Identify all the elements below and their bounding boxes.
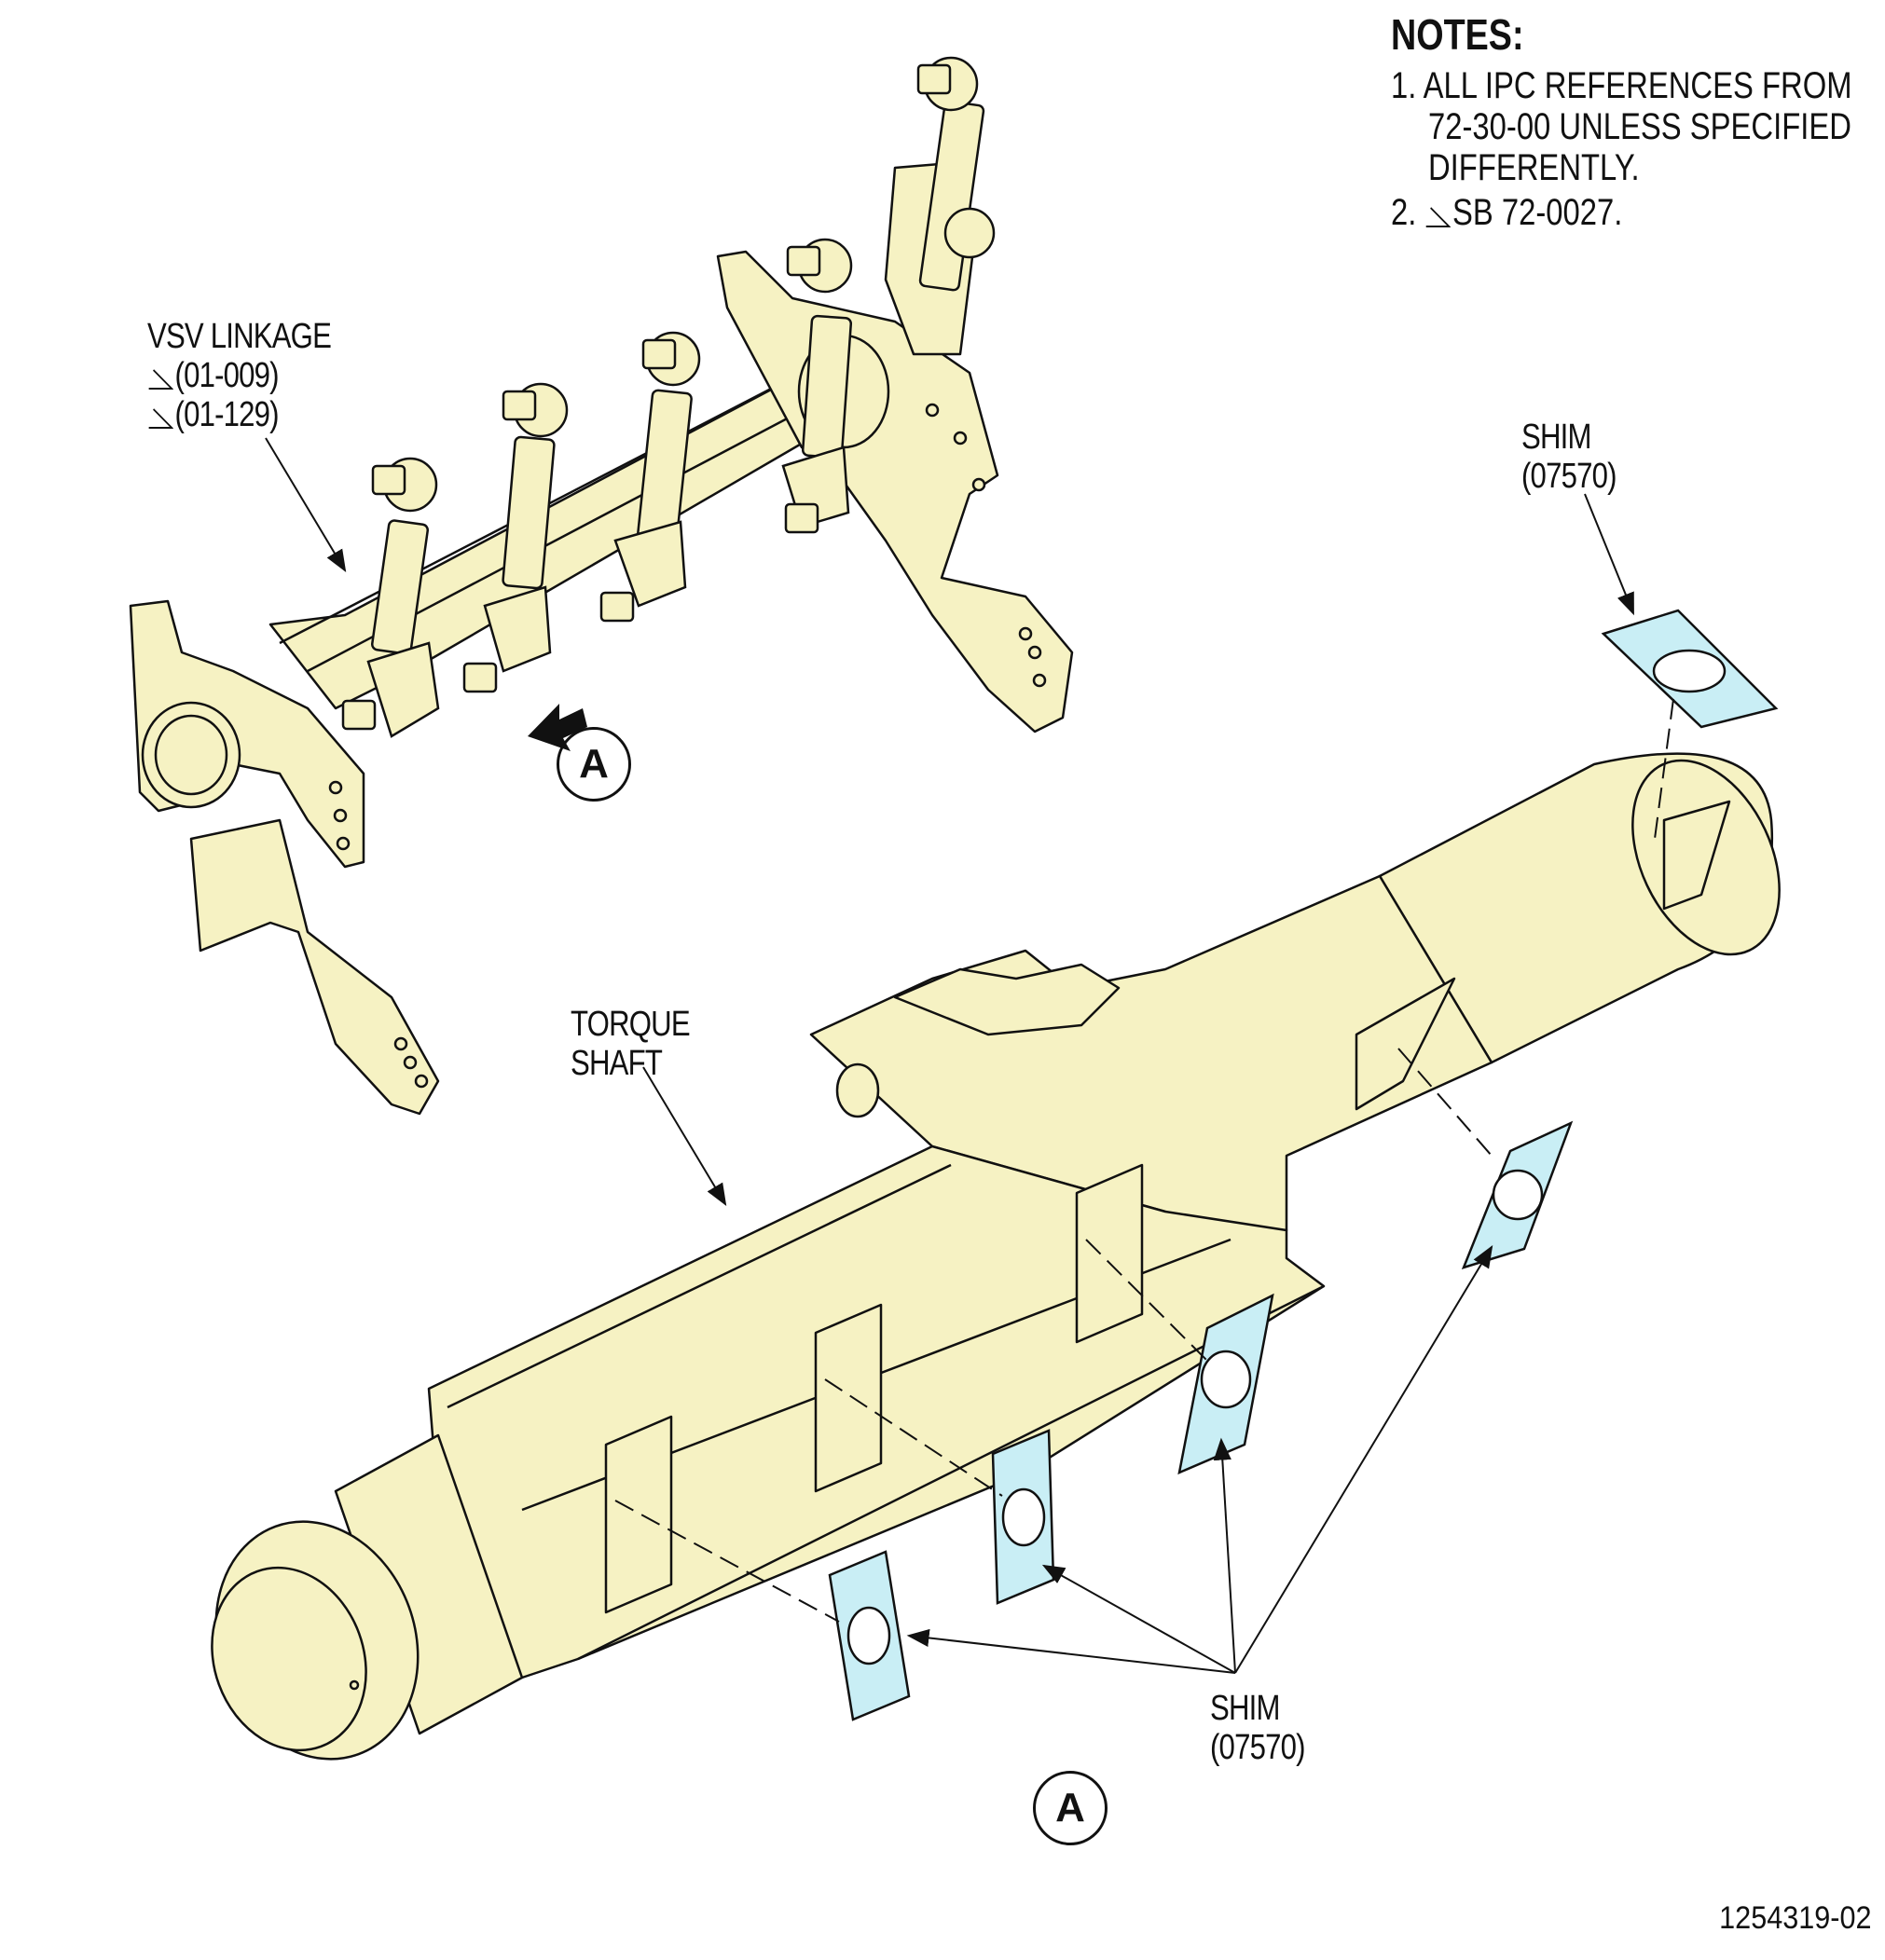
left-lower-arm [189,818,440,1116]
vsv-ref-1-text: (01-009) [174,356,280,395]
shim-bottom-label: SHIM [1210,1689,1280,1728]
vsv-linkage-assembly [129,161,1074,1116]
vsv-linkage-label: VSV LINKAGE [147,317,332,356]
shim-bottom-ref: (07570) [1210,1728,1305,1767]
right-bracket [716,250,1074,733]
shim-3 [1177,1293,1274,1475]
vsv-linkage-ref-2: (01-129) [147,395,280,434]
shims [828,609,1779,1721]
note-2-number: 2. [1391,192,1417,233]
leader-lines [265,437,1634,1674]
alignment-lines [614,698,1674,1623]
note-2: 2. SB 72-0027. [1391,192,1622,233]
notes-title: NOTES: [1391,10,1524,59]
service-bulletin-flag-icon [148,369,173,390]
view-a-pointer [528,704,587,751]
view-a-callout-small: A [557,727,631,802]
shim-top-label: SHIM [1521,418,1591,457]
torque-shaft-label-line-2: SHAFT [571,1044,663,1083]
service-bulletin-flag-icon [1426,207,1452,227]
view-a-callout-large: A [1033,1771,1108,1845]
note-1-line-2: 72-30-00 UNLESS SPECIFIED [1428,106,1851,147]
left-end-cap [141,701,241,809]
vsv-linkage-ref-1: (01-009) [147,356,280,395]
torque-shaft-label-line-1: TORQUE [571,1005,691,1044]
vsv-ref-2-text: (01-129) [174,395,280,434]
figure-number: 1254319-02 [1719,1900,1872,1936]
shim-4 [1461,1120,1574,1269]
shim-top-ref: (07570) [1521,457,1617,496]
note-1-line-1: 1. ALL IPC REFERENCES FROM [1391,65,1852,106]
shim-2 [991,1429,1055,1605]
note-1-line-3: DIFFERENTLY. [1428,147,1640,188]
service-bulletin-flag-icon [148,408,173,429]
linkage-rods [341,56,996,738]
torque-shaft [211,752,1781,1761]
shim-1 [828,1550,911,1721]
note-2-text: SB 72-0027. [1452,192,1623,233]
shim-top-right [1601,609,1779,729]
